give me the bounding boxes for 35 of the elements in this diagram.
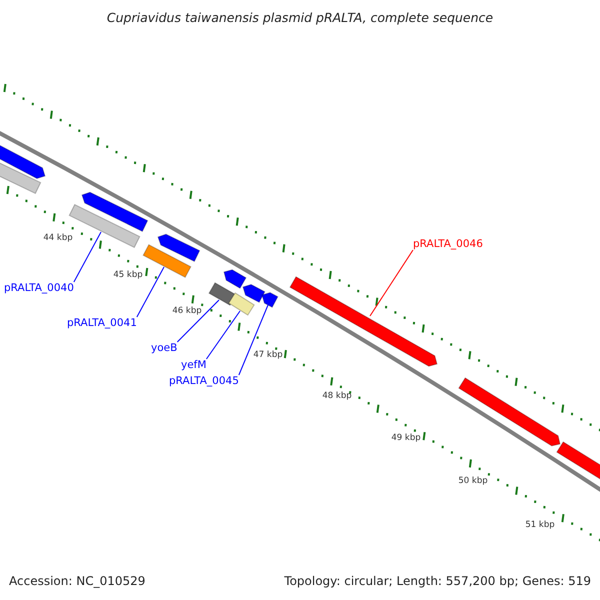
leader-line bbox=[206, 310, 240, 360]
gene-label: yoeB bbox=[151, 342, 178, 354]
scale-label: 47 kbp bbox=[253, 350, 283, 360]
gene-feature bbox=[0, 160, 42, 194]
scale-label: 51 kbp bbox=[525, 520, 555, 530]
gene-feature bbox=[223, 269, 247, 289]
scale-label: 49 kbp bbox=[391, 433, 421, 443]
gene-feature bbox=[157, 234, 200, 262]
scale-label: 45 kbp bbox=[113, 270, 143, 280]
gene-feature bbox=[81, 192, 148, 232]
gene-feature bbox=[458, 377, 561, 446]
genome-info-text: Topology: circular; Length: 557,200 bp; Genes: 519 bbox=[284, 575, 591, 587]
scale-label: 50 kbp bbox=[458, 476, 488, 486]
accession-text: Accession: NC_010529 bbox=[9, 575, 146, 587]
gene-feature bbox=[208, 282, 237, 306]
gene-label: pRALTA_0045 bbox=[169, 375, 239, 387]
gene-feature bbox=[228, 292, 255, 316]
gene-label: yefM bbox=[181, 359, 206, 371]
title: Cupriavidus taiwanensis plasmid pRALTA, complete sequence bbox=[106, 10, 494, 25]
scale-label: 44 kbp bbox=[43, 233, 73, 243]
leader-line bbox=[73, 232, 102, 282]
leader-line bbox=[136, 266, 164, 318]
scale-label: 46 kbp bbox=[172, 306, 202, 316]
gene-feature bbox=[0, 142, 46, 180]
leader-line bbox=[370, 250, 414, 316]
leader-line bbox=[238, 304, 268, 376]
gene-feature bbox=[261, 292, 278, 308]
gene-feature bbox=[242, 284, 266, 303]
scale-label: 48 kbp bbox=[322, 391, 352, 401]
leader-line bbox=[176, 300, 220, 342]
gene-label: pRALTA_0040 bbox=[4, 282, 74, 294]
gene-label: pRALTA_0041 bbox=[67, 317, 137, 329]
gene-feature bbox=[289, 276, 438, 367]
gene-feature bbox=[142, 244, 192, 278]
gene-label: pRALTA_0046 bbox=[413, 238, 483, 250]
